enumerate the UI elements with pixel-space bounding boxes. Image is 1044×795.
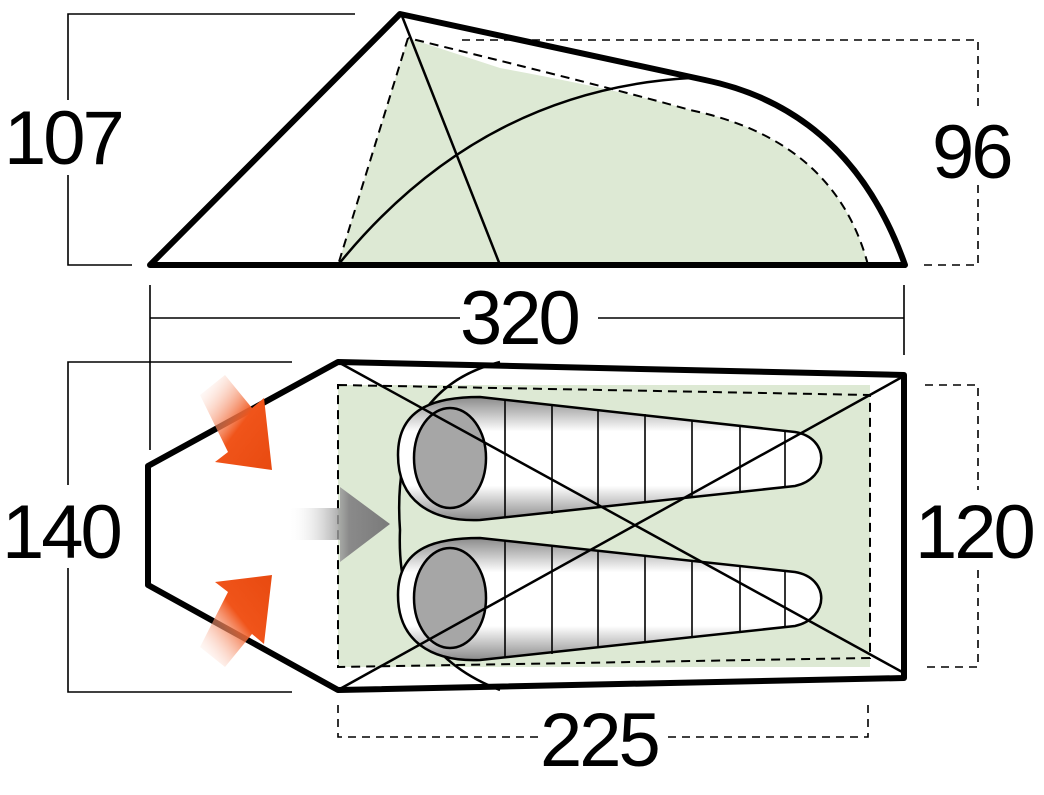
entrance-arrow-icon (200, 375, 272, 470)
entrance-arrow-icon (200, 575, 272, 667)
label-96: 96 (932, 110, 1011, 195)
dim-line-107 (67, 13, 355, 266)
top-outer-fly (145, 359, 907, 693)
label-120: 120 (915, 490, 1034, 575)
dim-line-96 (462, 39, 979, 266)
side-inner-outline (337, 37, 869, 266)
dim-line-140 (67, 361, 292, 693)
top-pole-2 (337, 374, 905, 692)
top-view: 140 120 225 (2, 359, 1037, 783)
side-outer-fly (147, 11, 908, 268)
side-inner-tent (338, 38, 868, 265)
length-dimension: 320 (149, 276, 905, 450)
top-pole-1 (337, 360, 905, 675)
dim-line-120 (925, 384, 979, 668)
dim-line-225 (337, 705, 869, 738)
side-pole-diagonal (400, 15, 502, 266)
side-view: 107 96 (4, 11, 1014, 268)
top-inner-outline (337, 383, 871, 669)
label-140: 140 (2, 490, 121, 575)
dim-line-320 (149, 285, 905, 450)
label-107: 107 (4, 96, 122, 181)
label-320: 320 (460, 276, 579, 361)
entrance-arrow-icon (288, 487, 390, 562)
label-225: 225 (540, 698, 659, 783)
side-pole-arch (337, 76, 691, 266)
